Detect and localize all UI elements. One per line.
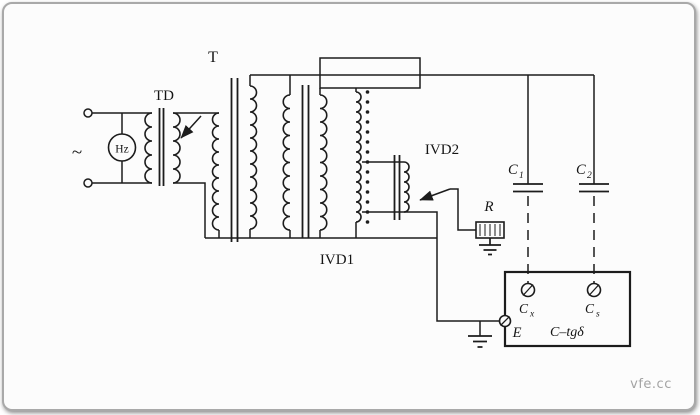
capacitor-c1: C 1 — [508, 162, 543, 283]
bridge-box: C x C s E C–tgδ — [498, 270, 632, 348]
hz-meter-label: Hz — [115, 144, 128, 156]
ivd1-coil — [355, 91, 362, 223]
e-terminal-slash — [500, 316, 510, 326]
t-primary-coil — [211, 112, 220, 231]
resistor-hatch — [479, 224, 501, 236]
c2-label-sub: 2 — [587, 171, 592, 181]
ivd1-tap-dots — [365, 90, 370, 224]
diagram-frame — [2, 2, 696, 411]
cx-label: C — [519, 301, 529, 316]
c1-plates — [513, 183, 543, 193]
cx-label-sub: x — [529, 310, 535, 320]
c1-label-sub: 1 — [519, 171, 524, 181]
main-transformer-t: T — [208, 49, 258, 242]
wiring — [92, 57, 595, 336]
cs-terminal-slash — [588, 284, 600, 296]
source-terminal-bottom — [83, 178, 93, 188]
ivd2-divider: IVD2 — [393, 142, 459, 220]
cs-label: C — [585, 301, 595, 316]
bridge-label: C–tgδ — [550, 325, 584, 340]
td-secondary-coil — [172, 112, 181, 184]
earth-ground — [468, 335, 492, 348]
c2-label: C — [576, 162, 586, 178]
t-core — [230, 78, 239, 242]
ivd1-label: IVD1 — [320, 252, 354, 268]
ivd1-divider: IVD1 — [320, 90, 370, 268]
ivd2-wiper-arrow — [419, 188, 451, 201]
td-label: TD — [154, 88, 174, 104]
c1-label: C — [508, 162, 518, 178]
t-label: T — [208, 49, 218, 66]
ivd2-label: IVD2 — [425, 142, 459, 158]
td-primary-coil — [144, 112, 153, 184]
resistor-ground — [479, 238, 501, 256]
td-adjust-arrow — [180, 115, 202, 139]
hv-winding-stage — [282, 85, 328, 238]
resistor-label: R — [483, 199, 493, 215]
hv-winding-right-coil — [319, 94, 328, 231]
c2-plates — [579, 183, 609, 193]
t-secondary-coil — [249, 85, 258, 230]
source-terminal-top — [83, 108, 93, 118]
ground-symbol — [468, 335, 492, 348]
regulating-transformer-td: TD — [144, 88, 202, 186]
top-loop-wire — [319, 57, 421, 89]
wire-network — [92, 74, 595, 336]
capacitor-c2: C 2 — [576, 162, 609, 283]
ivd2-core — [393, 155, 401, 220]
e-label: E — [512, 325, 522, 341]
cx-terminal-slash — [522, 284, 534, 296]
ac-symbol: ~ — [72, 142, 82, 163]
hv-core — [301, 85, 310, 238]
watermark: vfe.cc — [630, 377, 672, 392]
hz-meter: Hz — [107, 133, 137, 162]
td-core — [158, 108, 165, 186]
bridge-box-outline — [503, 270, 632, 348]
hv-winding-left-coil — [282, 94, 291, 231]
hz-meter-dial — [107, 133, 137, 162]
cs-label-sub: s — [596, 310, 600, 320]
ivd2-coil — [403, 161, 410, 213]
resistor-r: R — [475, 199, 505, 256]
ac-source: ~ — [72, 108, 93, 188]
